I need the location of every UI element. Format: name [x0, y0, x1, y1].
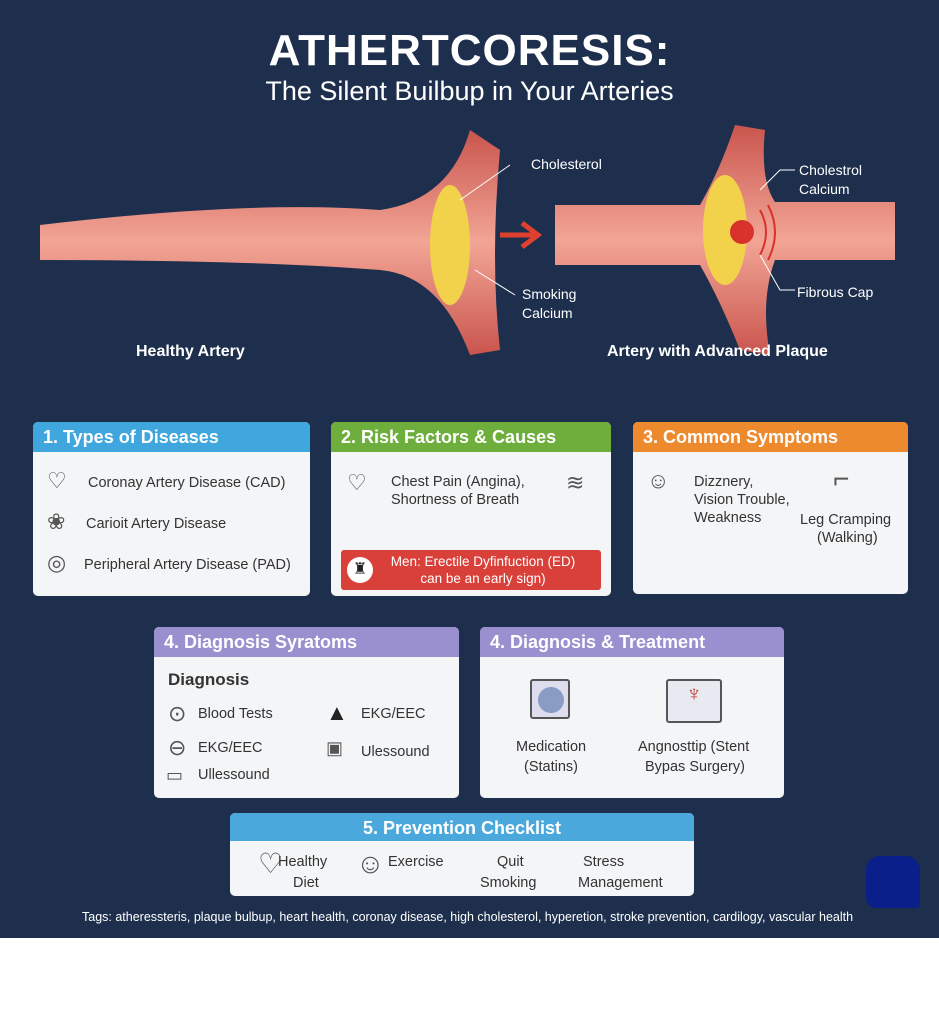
cholesterol-deposit	[430, 185, 470, 305]
card-header: 5. Prevention Checklist	[230, 813, 694, 841]
location-pin-icon: ⊙	[168, 701, 187, 726]
list-item: Bypas Surgery)	[645, 759, 745, 775]
circle-icon: ◎	[47, 550, 67, 575]
list-item: Ullessound	[198, 767, 270, 783]
heart-icon: ♡	[258, 848, 284, 879]
list-item: Ulessound	[361, 744, 430, 760]
card-prevention-checklist: 5. Prevention Checklist ♡ Healthy Diet ☺…	[230, 813, 694, 896]
surgery-monitor-icon: ♆	[666, 679, 722, 723]
subheading: Diagnosis	[168, 670, 250, 689]
list-item: Weakness	[694, 510, 762, 526]
head-icon: ☺	[647, 468, 670, 493]
list-item: Blood Tests	[198, 706, 273, 722]
plaque-artery-caption: Artery with Advanced Plaque	[607, 343, 828, 360]
person-icon: ☺	[356, 848, 385, 879]
list-item: Leg Cramping	[800, 512, 892, 528]
list-item: Dizznery,	[694, 474, 754, 490]
label-cholesterol: Cholesterol	[531, 156, 602, 172]
list-item: Smoking	[480, 875, 537, 891]
tags: Tags: atheressteris, plaque bulbup, hear…	[82, 910, 854, 924]
heart-icon: ♡	[347, 470, 367, 495]
erectile-dysfunction-alert: ♜ Men: Erectile Dyfinfuction (ED) can be…	[341, 550, 601, 590]
calcium-deposit	[730, 220, 754, 244]
list-item: Medication	[516, 739, 587, 755]
warning-icon: ▲	[326, 700, 348, 725]
card-header: 3. Common Symptoms	[633, 422, 908, 452]
healthy-artery-caption: Healthy Artery	[136, 343, 245, 360]
list-item: (Statins)	[524, 759, 578, 775]
artery-illustration	[40, 125, 895, 355]
list-item: Angnosttip (Stent	[638, 739, 750, 755]
card-risk-factors: 2. Risk Factors & Causes ♡ Chest Pain (A…	[331, 422, 611, 596]
list-item: Vision Trouble,	[694, 492, 790, 508]
list-item: Carioit Artery Disease	[86, 516, 227, 532]
label-calcium-plaque: Calcium	[799, 181, 850, 197]
alert-line: Men: Erectile Dyfinfuction (ED)	[390, 554, 576, 569]
blue-blot	[866, 856, 920, 908]
title: ATHERTCORESIS:	[268, 26, 671, 75]
list-item: Stress	[583, 854, 625, 870]
card-diagnosis: 4. Diagnosis Syratoms Diagnosis ⊙ Blood …	[154, 627, 459, 798]
list-item: Chest Pain (Angina),	[391, 474, 525, 490]
label-calcium: Calcium	[522, 305, 573, 321]
heart-icon: ♡	[47, 468, 67, 493]
card-header: 1. Types of Diseases	[33, 422, 310, 452]
monitor-icon: ▣	[326, 738, 344, 758]
card-types-of-diseases: 1. Types of Diseases ♡ Coronay Artery Di…	[33, 422, 310, 596]
list-item: Quit	[497, 854, 524, 870]
list-item: EKG/EEC	[361, 706, 426, 722]
card-common-symptoms: 3. Common Symptoms ☺ Dizznery, Vision Tr…	[633, 422, 908, 594]
lungs-icon: ≋	[566, 470, 585, 495]
list-item: EKG/EEC	[198, 740, 263, 756]
card-header: 4. Diagnosis & Treatment	[480, 627, 784, 657]
alert-line: can be an early sign)	[420, 571, 546, 586]
list-item: Peripheral Artery Disease (PAD)	[84, 557, 291, 573]
list-item: Shortness of Breath	[391, 492, 520, 508]
subtitle: The Silent Builbup in Your Arteries	[265, 76, 674, 106]
list-item: Healthy	[278, 854, 328, 870]
card-header: 2. Risk Factors & Causes	[331, 422, 611, 452]
healthy-artery	[40, 130, 500, 355]
card-icon: ▭	[166, 765, 184, 785]
label-cholestrol: Cholestrol	[799, 162, 863, 178]
pin-icon: ⊖	[168, 735, 187, 760]
person-icon: ♜	[347, 557, 373, 583]
card-header: 4. Diagnosis Syratoms	[154, 627, 459, 657]
arrow-icon	[500, 221, 543, 249]
list-item: Coronay Artery Disease (CAD)	[88, 475, 286, 491]
list-item: Diet	[293, 875, 319, 891]
label-smoking: Smoking	[522, 286, 577, 302]
list-item: Management	[578, 875, 663, 891]
medication-icon	[530, 679, 570, 719]
leg-icon: ⌐	[833, 463, 850, 494]
list-item: (Walking)	[817, 530, 878, 546]
list-item: Exercise	[388, 854, 444, 870]
card-treatment: 4. Diagnosis & Treatment Medication (Sta…	[480, 627, 784, 798]
infographic: ATHERTCORESIS: The Silent Builbup in You…	[0, 0, 939, 938]
brain-icon: ❀	[47, 509, 66, 534]
label-fibrous-cap: Fibrous Cap	[797, 284, 874, 300]
